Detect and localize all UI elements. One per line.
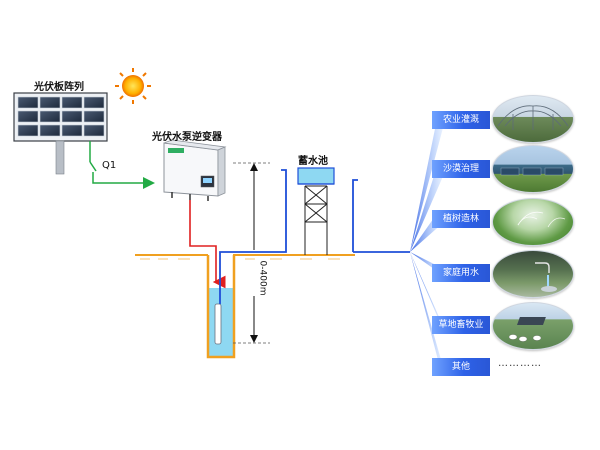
app-label-pasture: 草地畜牧业 xyxy=(432,316,490,334)
pasture-photo-icon xyxy=(492,302,574,350)
sun-icon xyxy=(115,68,151,104)
dc-line xyxy=(89,141,155,189)
app-label-household: 家庭用水 xyxy=(432,264,490,282)
greenhouse-photo-icon xyxy=(492,95,574,143)
depth-indicator xyxy=(233,162,270,344)
ac-line xyxy=(189,200,226,289)
app-label-other: 其他 xyxy=(432,358,490,376)
well xyxy=(206,255,236,359)
switch-label: Q1 xyxy=(102,160,117,171)
reservoir-label: 蓄水池 xyxy=(298,156,328,167)
app-label-afforestation: 植树造林 xyxy=(432,210,490,228)
inverter-box xyxy=(163,139,227,201)
water-tower xyxy=(297,167,335,255)
app-label-irrigation: 农业灌溉 xyxy=(432,111,490,129)
depth-label: 0-400m xyxy=(257,260,268,296)
sprinkler-field-photo-icon xyxy=(492,198,574,246)
app-label-desert: 沙漠治理 xyxy=(432,160,490,178)
household-faucet-photo-icon xyxy=(492,250,574,298)
distribution-rays xyxy=(410,114,444,370)
water-pipe xyxy=(219,169,410,304)
pv-array-label: 光伏板阵列 xyxy=(34,82,84,93)
pv-array xyxy=(13,92,108,175)
more-ellipsis: ………… xyxy=(498,358,542,369)
desert-panels-photo-icon xyxy=(492,145,574,193)
inverter-label: 光伏水泵逆变器 xyxy=(152,132,222,143)
